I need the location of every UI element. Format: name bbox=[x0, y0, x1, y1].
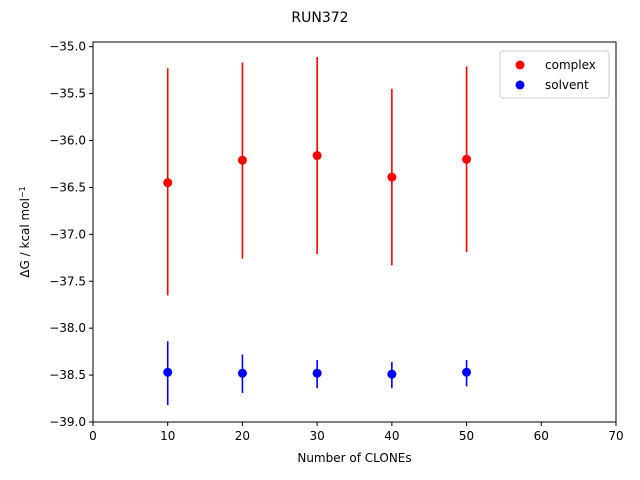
legend-marker-complex bbox=[515, 60, 525, 70]
complex-point bbox=[387, 172, 397, 182]
y-tick-label: −37.5 bbox=[49, 274, 86, 288]
chart-title: RUN372 bbox=[291, 10, 348, 26]
y-axis-ticks: −35.0 −35.5 −36.0 −36.5 −37.0 −37.5 −38.0 −38.5… bbox=[49, 40, 93, 429]
complex-point bbox=[462, 154, 472, 164]
y-tick-label: −37.0 bbox=[49, 227, 86, 241]
y-tick-label: −35.5 bbox=[49, 87, 86, 101]
x-tick-label: 10 bbox=[160, 429, 175, 443]
solvent-point bbox=[237, 368, 247, 378]
plot-area bbox=[93, 42, 616, 422]
plot-frame bbox=[92, 41, 617, 423]
legend-label-solvent: solvent bbox=[545, 78, 589, 92]
y-tick-label: −35.0 bbox=[49, 40, 86, 54]
y-tick-label: −36.0 bbox=[49, 134, 86, 148]
x-tick-label: 60 bbox=[534, 429, 549, 443]
complex-point bbox=[312, 151, 322, 161]
x-tick-label: 50 bbox=[459, 429, 474, 443]
solvent-point bbox=[312, 368, 322, 378]
y-tick-label: −36.5 bbox=[49, 180, 86, 194]
legend-marker-solvent bbox=[515, 80, 525, 90]
y-tick-label: −38.5 bbox=[49, 368, 86, 382]
x-axis-ticks: 0 10 20 30 40 50 60 70 bbox=[89, 422, 624, 443]
x-tick-label: 70 bbox=[608, 429, 623, 443]
y-axis-label-main: ΔG / kcal mol bbox=[18, 198, 32, 278]
legend: complex solvent bbox=[499, 50, 610, 99]
y-axis-label: ΔG / kcal mol−1 bbox=[18, 186, 33, 277]
chart-marks bbox=[163, 57, 472, 406]
x-tick-label: 0 bbox=[89, 429, 97, 443]
y-tick-label: −39.0 bbox=[49, 415, 86, 429]
y-axis-label-superscript: −1 bbox=[18, 186, 27, 198]
x-axis-label: Number of CLONEs bbox=[297, 451, 411, 465]
solvent-point bbox=[462, 367, 472, 377]
complex-point bbox=[237, 155, 247, 165]
complex-point bbox=[163, 178, 173, 188]
x-tick-label: 20 bbox=[235, 429, 250, 443]
y-tick-label: −38.0 bbox=[49, 321, 86, 335]
legend-box bbox=[499, 50, 610, 99]
x-tick-label: 40 bbox=[384, 429, 399, 443]
x-tick-label: 30 bbox=[310, 429, 325, 443]
solvent-point bbox=[387, 369, 397, 379]
solvent-point bbox=[163, 367, 173, 377]
legend-label-complex: complex bbox=[545, 58, 596, 72]
